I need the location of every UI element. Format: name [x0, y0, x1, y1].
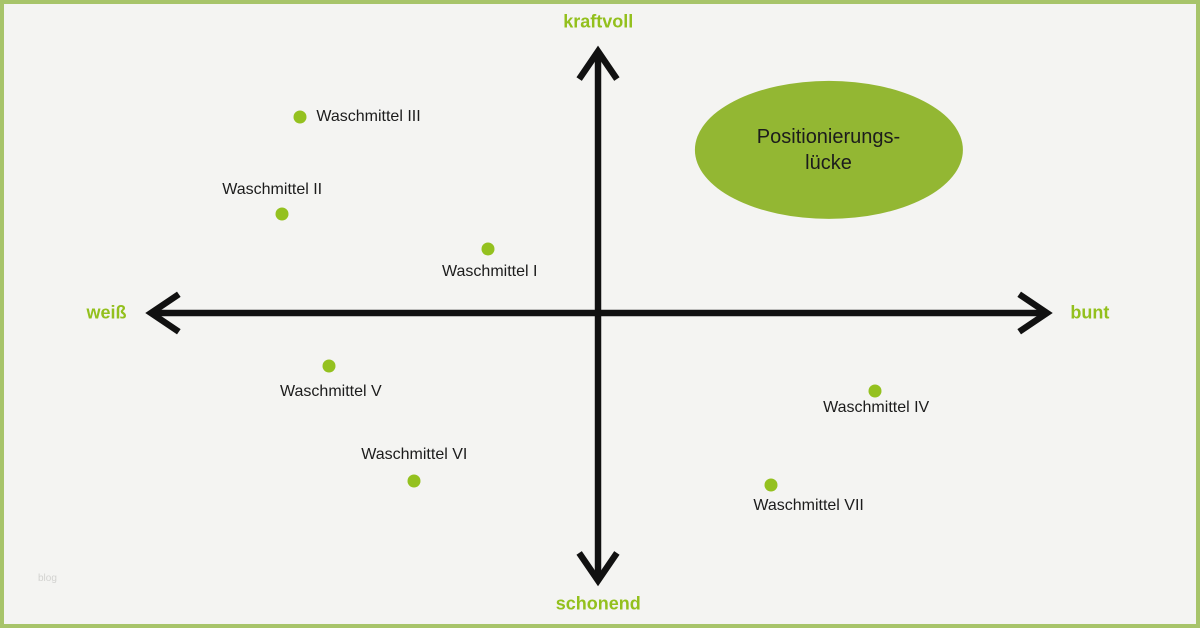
point-label: Waschmittel III: [316, 107, 421, 125]
point-dot: [293, 110, 307, 124]
point-dot: [868, 384, 882, 398]
arrow-down-icon: [576, 551, 620, 587]
point-label: Waschmittel V: [280, 382, 382, 400]
point-dot: [407, 474, 421, 488]
point-label: Waschmittel I: [442, 262, 538, 280]
arrow-left-icon: [145, 291, 181, 335]
point-label: Waschmittel VII: [753, 496, 864, 514]
point-label: Waschmittel II: [222, 180, 323, 198]
point-label: Waschmittel VI: [361, 446, 468, 464]
point-dot: [481, 242, 495, 256]
point-dot: [275, 207, 289, 221]
axis-label-weiss: weiß: [86, 302, 127, 323]
positioning-gap-ellipse: Positionierungs- lücke: [694, 81, 963, 220]
point-label: Waschmittel IV: [823, 398, 930, 416]
axes-cross: [145, 45, 1053, 587]
axis-label-kraftvoll: kraftvoll: [563, 11, 634, 32]
positioning-gap-line2: lücke: [805, 152, 852, 175]
arrow-up-icon: [576, 45, 620, 81]
arrow-right-icon: [1017, 291, 1053, 335]
axis-label-bunt: bunt: [1070, 302, 1110, 323]
point-dot: [322, 359, 336, 373]
axis-label-schonend: schonend: [555, 593, 641, 614]
point-dot: [764, 478, 778, 492]
watermark-text: blog: [38, 573, 57, 584]
positioning-gap-label: Positionierungs- lücke: [757, 124, 900, 176]
positioning-gap-line1: Positionierungs-: [756, 126, 901, 149]
